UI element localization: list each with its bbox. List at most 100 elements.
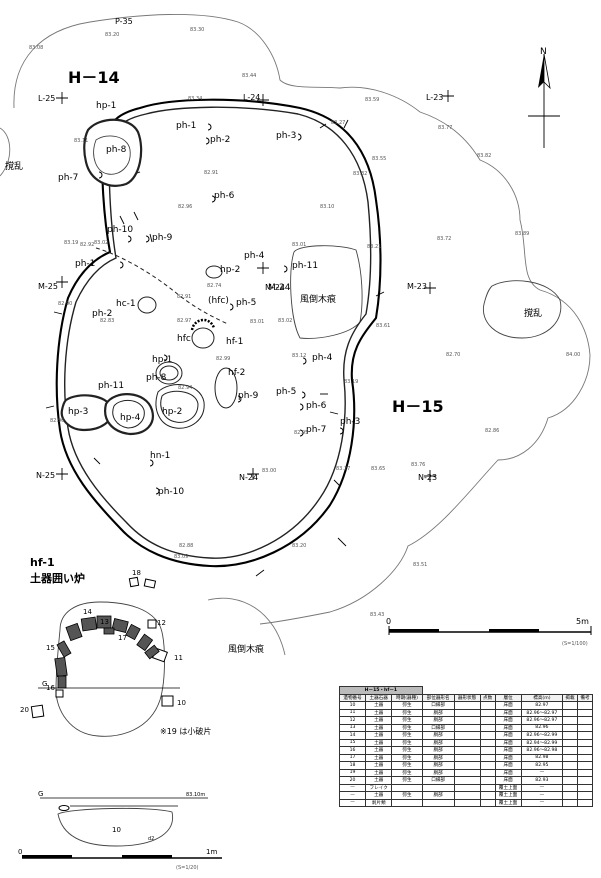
svg-text:1m: 1m [206, 848, 217, 856]
artifact-table: H－15・hf－1 遺物番号土器石器 時期(器種)部位器形名 器形状態点数 層位… [338, 686, 594, 807]
svg-text:(S=1/100): (S=1/100) [562, 641, 588, 647]
disturbance-east [482, 280, 562, 339]
svg-text:ph-4: ph-4 [244, 251, 265, 261]
section-ticks [45, 119, 385, 577]
svg-text:83.51: 83.51 [413, 562, 427, 568]
svg-text:ph-3: ph-3 [340, 417, 360, 427]
svg-text:L-25: L-25 [38, 94, 55, 103]
h14-h15-overlap-line [95, 247, 229, 325]
svg-text:0: 0 [386, 617, 391, 626]
svg-text:83.19: 83.19 [64, 240, 78, 246]
svg-text:83.89: 83.89 [515, 231, 529, 237]
svg-text:M-23: M-23 [407, 282, 427, 291]
svg-text:83.19: 83.19 [344, 379, 358, 385]
table-row: —土器弥生胴部覆土上面— [338, 791, 594, 800]
svg-text:83.82: 83.82 [477, 153, 491, 159]
windfall-pit-h15 [290, 245, 363, 339]
svg-text:82.91: 82.91 [177, 294, 191, 300]
svg-text:10: 10 [177, 699, 186, 707]
svg-text:16: 16 [46, 684, 55, 692]
svg-text:ph-8: ph-8 [146, 373, 167, 383]
pit-hc-1 [137, 296, 157, 314]
svg-text:82.96: 82.96 [50, 418, 64, 424]
svg-text:83.32: 83.32 [353, 171, 367, 177]
svg-text:ph-7: ph-7 [306, 425, 326, 435]
svg-text:14: 14 [83, 608, 92, 616]
svg-text:83.21: 83.21 [367, 244, 381, 250]
svg-text:82.90: 82.90 [58, 301, 72, 307]
svg-text:撹乱: 撹乱 [5, 160, 23, 172]
svg-text:5m: 5m [576, 617, 589, 626]
svg-text:83.30: 83.30 [190, 27, 204, 33]
svg-text:11: 11 [174, 654, 183, 662]
svg-text:83.61: 83.61 [376, 323, 390, 329]
svg-text:83.20: 83.20 [292, 543, 306, 549]
hearth-detail [22, 576, 222, 859]
svg-text:d2: d2 [148, 836, 154, 842]
svg-text:83.20: 83.20 [105, 32, 119, 38]
svg-text:L-24: L-24 [243, 93, 260, 102]
main-scale-text: 0 5m (S=1/100) [386, 617, 589, 647]
svg-text:10: 10 [112, 826, 121, 834]
svg-text:83.01: 83.01 [250, 319, 264, 325]
pit-hf-1 [191, 327, 215, 349]
svg-text:82.83: 82.83 [100, 318, 114, 324]
svg-text:84.00: 84.00 [566, 352, 580, 358]
svg-text:83.01: 83.01 [292, 242, 306, 248]
pit-hp-2-lower-inner [160, 390, 199, 423]
svg-text:82.97: 82.97 [177, 318, 191, 324]
svg-text:17: 17 [118, 634, 127, 642]
svg-text:ph-8: ph-8 [106, 145, 127, 155]
post-holes [98, 123, 344, 495]
house-label-h15: H－15 [392, 397, 444, 416]
svg-text:土器囲い炉: 土器囲い炉 [30, 571, 85, 585]
svg-text:ph-4: ph-4 [312, 353, 333, 363]
pit-hp-2-upper [205, 265, 223, 279]
svg-text:L-23: L-23 [426, 93, 443, 102]
interior-features [60, 265, 238, 436]
pit-ph-8-h14 [93, 135, 131, 175]
west-disturbance-edge [0, 127, 11, 177]
svg-text:83.09: 83.09 [174, 554, 188, 560]
svg-text:ph-9: ph-9 [152, 233, 173, 243]
grid-markers [56, 90, 454, 482]
svg-text:ph-6: ph-6 [214, 191, 235, 201]
pit-hp-1-lower-inner [159, 365, 179, 381]
svg-text:hp-1: hp-1 [152, 355, 172, 365]
svg-text:83.08: 83.08 [29, 45, 43, 51]
svg-text:G: G [42, 680, 47, 688]
svg-text:82.91: 82.91 [204, 170, 218, 176]
svg-text:83.27: 83.27 [331, 120, 345, 126]
svg-text:83.10: 83.10 [320, 204, 334, 210]
pit-hp-1-h14 [83, 118, 143, 187]
svg-text:83.02: 83.02 [94, 240, 108, 246]
svg-text:hf-2: hf-2 [228, 368, 245, 378]
svg-text:83.27: 83.27 [336, 466, 350, 472]
north-label: N [540, 47, 547, 57]
svg-text:20: 20 [20, 706, 29, 714]
svg-text:hp-1: hp-1 [96, 101, 116, 111]
svg-text:ph-9: ph-9 [238, 391, 259, 401]
svg-text:hf-1: hf-1 [30, 556, 55, 569]
svg-text:83.10m: 83.10m [186, 792, 205, 798]
svg-text:83.55: 83.55 [372, 156, 386, 162]
svg-text:82.70: 82.70 [446, 352, 460, 358]
h15-boundary [55, 98, 382, 568]
svg-text:N-25: N-25 [36, 471, 55, 480]
svg-text:ph-6: ph-6 [306, 401, 327, 411]
svg-text:ph-11: ph-11 [292, 261, 318, 271]
svg-text:hp-3: hp-3 [68, 407, 88, 417]
svg-text:風倒木痕: 風倒木痕 [300, 293, 336, 305]
svg-text:83.34: 83.34 [188, 96, 202, 102]
svg-text:hp-2: hp-2 [162, 407, 182, 417]
svg-text:hf-1: hf-1 [226, 337, 243, 347]
svg-text:hp-2: hp-2 [220, 265, 240, 275]
pit-hf-2 [214, 367, 238, 409]
house-label-h14: H－14 [68, 68, 120, 87]
